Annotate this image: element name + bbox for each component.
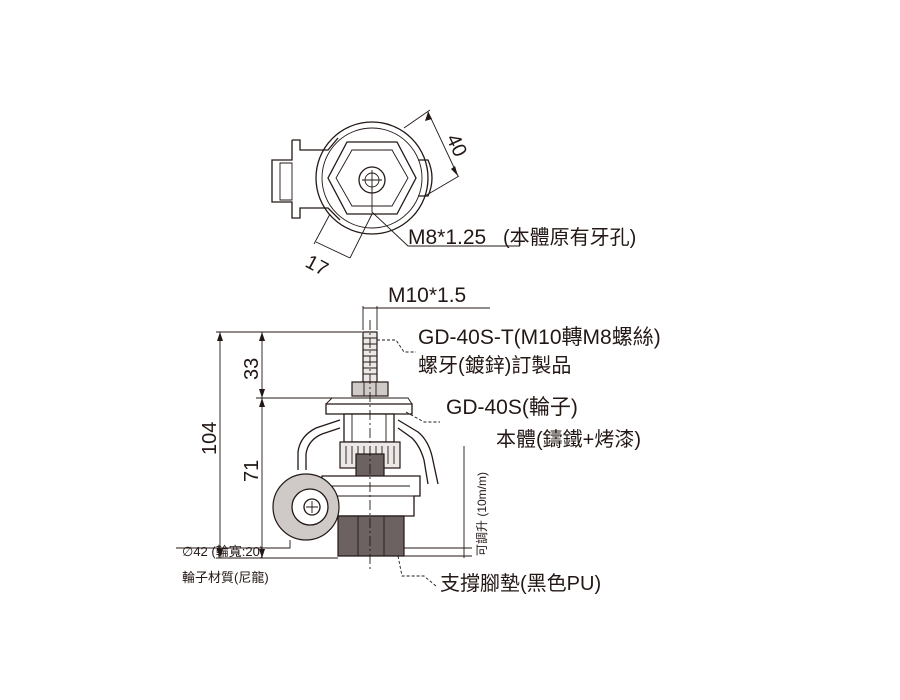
dim-adjust-text: 可調升 (10m/m) <box>475 472 489 556</box>
top-view: 40 17 M8*1.25 (本體原有牙孔) <box>271 109 636 281</box>
dim-71-arrow-top <box>259 398 265 407</box>
top-view-bracket <box>271 137 341 221</box>
top-view-hex-nut <box>327 141 417 215</box>
top-view-right-lug <box>418 159 433 197</box>
top-view-dim17-lines <box>313 213 373 259</box>
side-view: M10*1.5 <box>176 284 661 595</box>
wheel-arm-right <box>397 419 439 485</box>
stud-thread-label: M10*1.5 <box>388 284 466 307</box>
top-flange <box>325 403 413 415</box>
dim-71-text: 71 <box>241 460 263 482</box>
dim-104-arrow-bottom <box>217 549 223 558</box>
body-neck-lines <box>351 414 387 442</box>
top-view-crosshair <box>362 170 382 190</box>
top-view-inner-circle <box>321 127 423 229</box>
body-callout-line1: GD-40S(輪子) <box>446 396 578 419</box>
top-view-body-circle <box>315 121 429 235</box>
pad-callout-text: 支撐腳墊(黑色PU) <box>440 572 601 595</box>
dim-71-arrow-bottom <box>259 549 265 558</box>
body-callout-line2: 本體(鑄鐵+烤漆) <box>496 427 641 451</box>
pad-callout-leader <box>397 555 437 587</box>
top-view-thread-label: M8*1.25 <box>408 226 486 249</box>
stud-callout-line1: GD-40S-T(M10轉M8螺絲) <box>418 326 661 349</box>
wheel-material-text: 輪子材質(尼龍) <box>182 570 269 585</box>
body-callout-leader <box>405 411 440 423</box>
top-view-thread-leader <box>371 188 520 247</box>
top-view-dim17-text: 17 <box>302 251 332 281</box>
stud-callout-leader <box>377 339 416 353</box>
support-foot-pad <box>337 515 405 557</box>
top-view-dim40-arrow-a <box>425 112 432 121</box>
dim-104-arrow-top <box>217 332 223 341</box>
top-view-thread-note: (本體原有牙孔) <box>503 226 636 249</box>
dim-104-text: 104 <box>199 422 221 455</box>
dim-33-arrow-top <box>259 332 265 341</box>
wheel-dim-text: ∅42 (輪寬:20) <box>182 544 264 559</box>
dim-extension-lines <box>216 331 362 559</box>
dim-adjust-lines <box>404 446 472 558</box>
dim-33-text: 33 <box>241 358 263 380</box>
dim-33-arrow-bottom <box>259 389 265 398</box>
body-neck <box>343 413 395 443</box>
top-view-bracket-inner <box>279 162 293 201</box>
wheel-arm-left <box>297 419 341 470</box>
foot-pad-lines <box>357 516 385 556</box>
wheel-axle-cross <box>306 501 318 513</box>
top-view-dim40-text: 40 <box>441 131 470 160</box>
top-view-dim40-lines <box>403 109 460 197</box>
stud-callout-line2: 螺牙(鍍鋅)訂製品 <box>418 354 571 377</box>
stud-dim-lines <box>362 306 490 330</box>
stud-nut-lines <box>363 382 377 396</box>
top-view-dim40-arrow-b <box>451 166 458 176</box>
top-flange-edge <box>325 397 413 405</box>
wheel-callout-leader <box>176 540 291 549</box>
top-view-hex-inner <box>335 149 409 207</box>
